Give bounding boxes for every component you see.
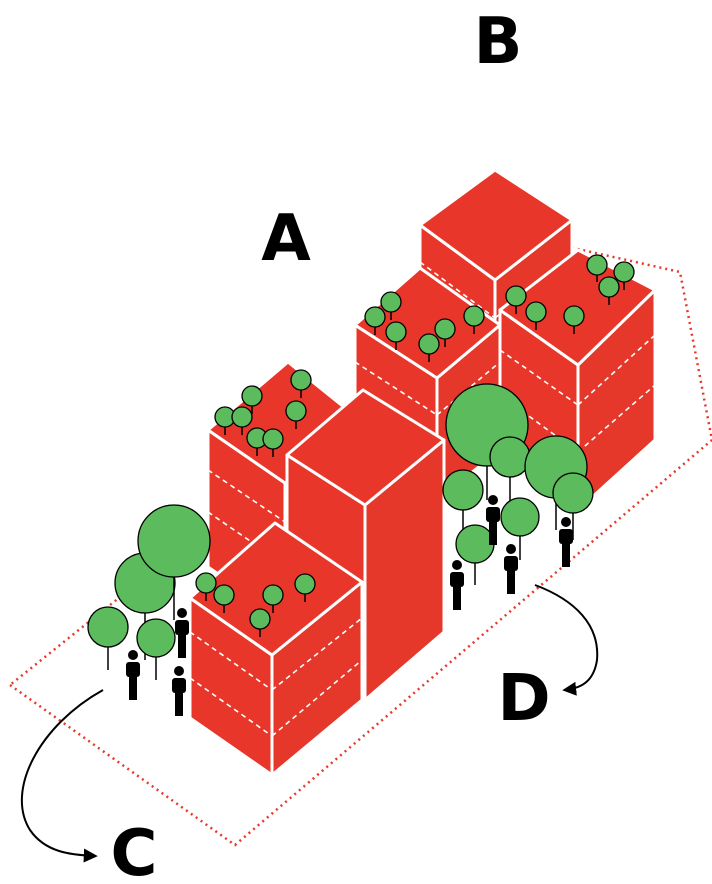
street-trees-right	[442, 383, 594, 585]
person-icon	[126, 650, 140, 700]
tree-icon	[213, 584, 235, 613]
person-icon	[486, 495, 500, 545]
tree-icon	[598, 276, 620, 305]
tree-icon	[385, 321, 407, 350]
curved-arrow-icon	[534, 584, 599, 696]
label-c: C	[111, 817, 158, 884]
tree-icon	[231, 406, 253, 435]
tree-icon	[137, 504, 211, 620]
street-trees-left	[87, 504, 211, 680]
person-icon	[172, 666, 186, 716]
tree-icon	[262, 584, 284, 613]
tree-icon	[195, 572, 217, 601]
tree-icon	[434, 318, 456, 347]
person-icon	[504, 544, 518, 594]
tree-icon	[552, 472, 594, 540]
tree-icon	[249, 608, 271, 637]
tree-icon	[563, 305, 585, 334]
curved-arrow-icon	[20, 689, 104, 863]
tree-icon	[380, 291, 402, 320]
person-icon	[450, 560, 464, 610]
tree-icon	[290, 369, 312, 398]
person-icon	[559, 517, 573, 567]
tree-icon	[294, 573, 316, 602]
tree-icon	[87, 606, 129, 670]
tree-icon	[285, 400, 307, 429]
label-d: D	[497, 662, 550, 736]
rooftop-trees	[195, 254, 635, 637]
tree-icon	[136, 618, 176, 680]
label-b: B	[474, 5, 523, 79]
tree-icon	[262, 428, 284, 457]
tree-icon	[525, 301, 547, 330]
tree-icon	[241, 385, 263, 414]
tree-icon	[586, 254, 608, 282]
tree-icon	[364, 306, 386, 335]
person-icon	[175, 608, 189, 658]
tree-icon	[418, 333, 440, 362]
label-a: A	[261, 202, 311, 276]
tree-icon	[613, 261, 635, 290]
tree-icon	[505, 285, 527, 314]
pedestrians	[126, 495, 573, 716]
tree-icon	[463, 305, 485, 334]
tree-icon	[442, 469, 484, 535]
tree-icon	[500, 497, 540, 560]
